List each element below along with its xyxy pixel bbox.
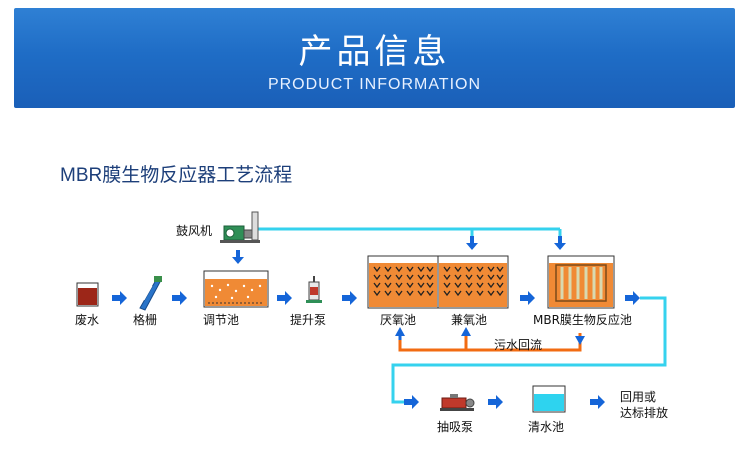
equalization-tank-label: 调节池 [203, 313, 240, 327]
blower-icon [220, 211, 260, 243]
wastewater-tank-icon [76, 282, 99, 307]
flow-arrow-8 [488, 395, 503, 409]
facultative-tank-label: 兼氧池 [451, 313, 488, 327]
facultative-tank-icon [437, 255, 509, 309]
reuse-label-line1: 回用或 [620, 390, 657, 404]
clear-water-tank-label: 清水池 [528, 420, 565, 434]
anaerobic-tank-icon [367, 255, 439, 309]
flow-arrow-4 [342, 291, 357, 305]
mbr-tank-icon [547, 255, 615, 309]
suction-pump-label: 抽吸泵 [437, 420, 474, 434]
air-arrow-equalization [232, 250, 244, 264]
section-title: MBR膜生物反应器工艺流程 [60, 165, 293, 186]
flow-arrow-1 [112, 291, 127, 305]
lift-pump-label: 提升泵 [290, 313, 327, 327]
air-arrow-mbr [554, 229, 566, 250]
equalization-tank-icon [203, 270, 269, 308]
return-arrow-mbr [575, 336, 585, 345]
page-subtitle: PRODUCT INFORMATION [267, 76, 482, 93]
flow-arrow-7 [404, 395, 419, 409]
reuse-label-line2: 达标排放 [620, 406, 669, 420]
sludge-return-pipe [398, 333, 582, 352]
lift-pump-icon [306, 276, 322, 303]
blower-label: 鼓风机 [176, 224, 213, 238]
sludge-return-label: 污水回流 [494, 338, 543, 352]
air-arrow-facultative [466, 229, 478, 250]
flow-arrow-9 [590, 395, 605, 409]
screen-icon [139, 276, 162, 311]
flow-arrow-3 [277, 291, 292, 305]
anaerobic-tank-label: 厌氧池 [380, 313, 417, 327]
effluent-pipe [391, 296, 667, 404]
suction-pump-icon [440, 394, 475, 411]
clear-water-tank-icon [532, 385, 566, 413]
return-arrow-anaerobic [395, 327, 405, 340]
return-arrow-facultative [461, 327, 471, 336]
screen-label: 格栅 [133, 313, 158, 327]
flow-arrow-5 [520, 291, 535, 305]
flow-arrow-6 [625, 291, 640, 305]
mbr-tank-label: MBR膜生物反应池 [533, 313, 632, 327]
header-banner: 产品信息 PRODUCT INFORMATION [14, 8, 735, 108]
page-title: 产品信息 [298, 32, 451, 72]
flow-arrow-2 [172, 291, 187, 305]
wastewater-label: 废水 [75, 313, 100, 327]
